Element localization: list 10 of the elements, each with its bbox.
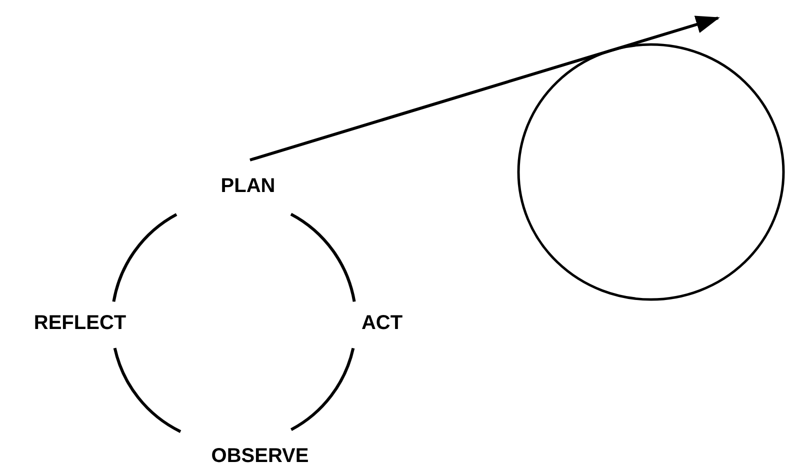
cycle-arc	[112, 213, 178, 302]
cycle-circle	[517, 43, 785, 301]
cycle-arc	[113, 348, 182, 433]
cycle-arc	[290, 348, 355, 431]
stage-label: PLAN	[220, 176, 276, 196]
stage-label: OBSERVE	[211, 446, 309, 466]
arrow	[250, 16, 720, 162]
cycle-arc	[290, 212, 356, 302]
stage-label: REFLECT	[34, 313, 126, 333]
stage-label: ACT	[361, 313, 403, 333]
